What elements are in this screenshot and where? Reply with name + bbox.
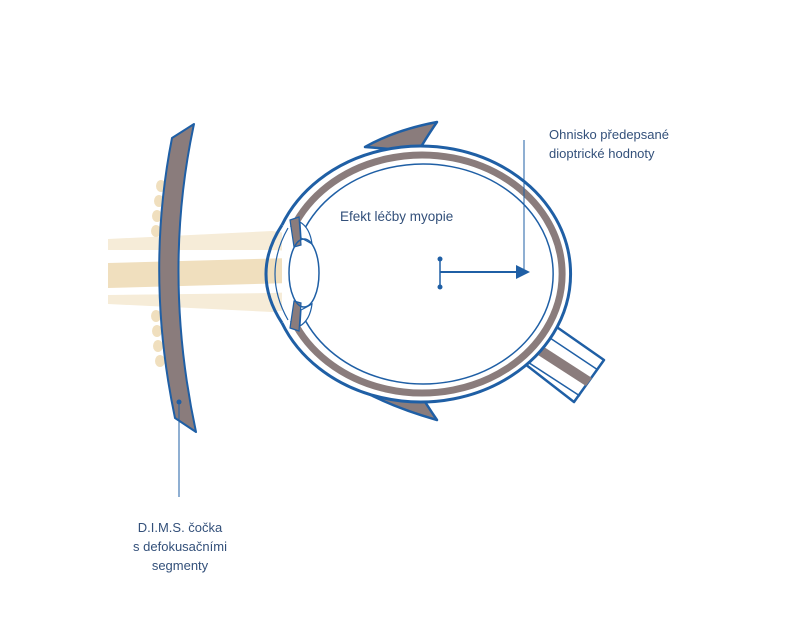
retina-line — [302, 163, 554, 385]
myopia-focus-dot-top — [437, 256, 443, 262]
focus-point-label-line-2: dioptrické hodnoty — [549, 146, 655, 161]
dims-lens-label: D.I.M.S. čočka s defokusačními segmenty — [110, 518, 250, 575]
crystalline-lens — [288, 238, 320, 308]
iris-lower — [289, 300, 302, 332]
lens-label-dot — [176, 399, 182, 405]
focus-arrow-head — [516, 265, 530, 279]
myopia-focus-dot-bottom — [437, 284, 443, 290]
defocus-segments — [151, 180, 166, 367]
ciliary-body-lower — [299, 302, 313, 328]
dims-lens — [151, 123, 197, 497]
dims-lens-label-line-3: segmenty — [151, 558, 209, 573]
dims-lens-label-line-2: s defokusačními — [133, 539, 227, 554]
myopia-effect-label: Efekt léčby myopie — [340, 209, 454, 224]
eye — [264, 120, 606, 422]
choroid-layer — [289, 151, 566, 397]
sclera-outline — [280, 144, 572, 404]
spectacle-lens-body — [158, 123, 197, 433]
iris-upper — [289, 216, 302, 248]
focus-point-label: Ohnisko předepsané dioptrické hodnoty — [549, 125, 669, 163]
dims-lens-label-line-1: D.I.M.S. čočka — [137, 520, 223, 535]
cornea — [264, 224, 284, 324]
cornea-inner — [274, 227, 289, 321]
focal-marks — [437, 140, 530, 290]
focus-point-label-line-1: Ohnisko předepsané — [549, 127, 669, 142]
